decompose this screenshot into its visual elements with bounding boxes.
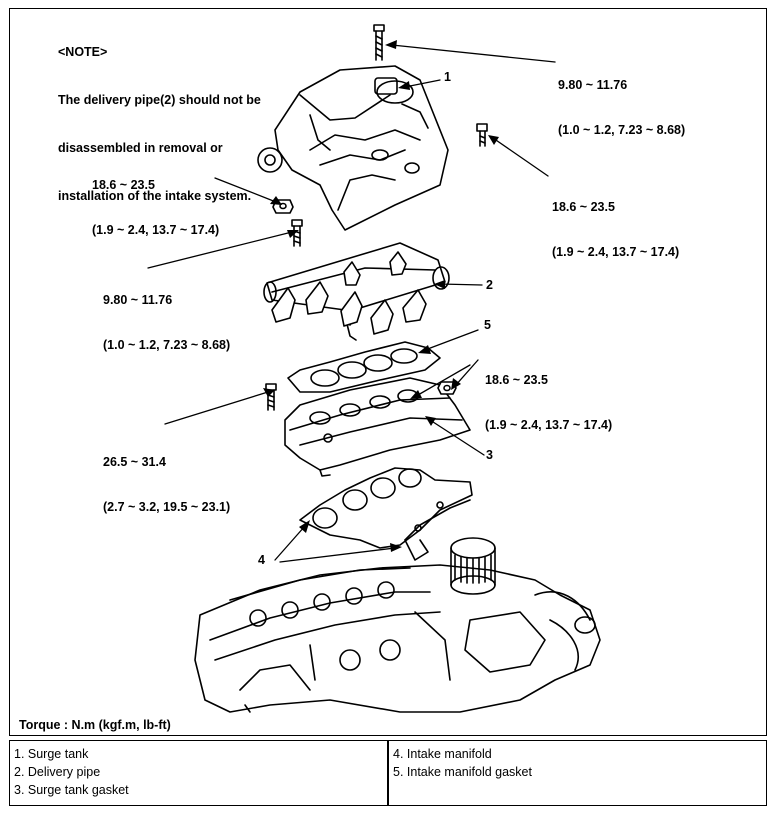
torque-label-top-bolt: 9.80 ~ 11.76 (1.0 ~ 1.2, 7.23 ~ 8.68) — [558, 48, 685, 153]
note-block: <NOTE> The delivery pipe(2) should not b… — [58, 12, 261, 220]
legend-item: 5. Intake manifold gasket — [393, 765, 532, 779]
torque-conversion: (2.7 ~ 3.2, 19.5 ~ 23.1) — [103, 500, 231, 514]
note-line-2: disassembled in removal or — [58, 141, 223, 155]
legend-item: 1. Surge tank — [14, 747, 89, 761]
top-bolt — [373, 24, 385, 61]
torque-value: 18.6 ~ 23.5 — [552, 200, 615, 214]
delivery-pipe-bolt — [291, 219, 303, 247]
legend-column-left: 1. Surge tank 2. Delivery pipe 3. Surge … — [10, 741, 389, 805]
callout-1: 1 — [444, 70, 451, 84]
legend-item: 2. Delivery pipe — [14, 765, 101, 779]
callout-2: 2 — [486, 278, 493, 292]
torque-label-upper-left-nut: 18.6 ~ 23.5 (1.9 ~ 2.4, 13.7 ~ 17.4) — [92, 148, 219, 253]
torque-label-upper-right-bolt: 18.6 ~ 23.5 (1.9 ~ 2.4, 13.7 ~ 17.4) — [552, 170, 679, 275]
note-line-3: installation of the intake system. — [58, 189, 252, 203]
diagram-frame — [9, 8, 767, 736]
legend-column-right: 4. Intake manifold 5. Intake manifold ga… — [389, 741, 766, 805]
torque-value: 18.6 ~ 23.5 — [92, 178, 155, 192]
legend-item: 3. Surge tank gasket — [14, 783, 129, 797]
torque-conversion: (1.9 ~ 2.4, 13.7 ~ 17.4) — [485, 418, 613, 432]
exploded-view-diagram — [147, 24, 601, 713]
torque-conversion: (1.0 ~ 1.2, 7.23 ~ 8.68) — [103, 338, 231, 352]
torque-unit-label: Torque : N.m (kgf.m, lb-ft) — [19, 718, 171, 732]
torque-conversion: (1.9 ~ 2.4, 13.7 ~ 17.4) — [92, 223, 220, 237]
note-line-1: The delivery pipe(2) should not be — [58, 93, 261, 107]
surge-tank-part — [257, 65, 449, 231]
surge-tank-left-bolt — [265, 383, 277, 411]
callout-3: 3 — [486, 448, 493, 462]
torque-value: 18.6 ~ 23.5 — [485, 373, 548, 387]
injectors — [271, 251, 427, 335]
delivery-pipe-part — [263, 242, 450, 341]
callout-4: 4 — [258, 553, 265, 567]
surge-tank-gasket-part — [284, 377, 471, 477]
callout-5: 5 — [484, 318, 491, 332]
torque-label-surge-tank-left-bolt: 26.5 ~ 31.4 (2.7 ~ 3.2, 19.5 ~ 23.1) — [103, 425, 230, 530]
intake-manifold-gasket-part — [287, 341, 441, 393]
upper-right-bolt — [476, 123, 488, 147]
legend-item: 4. Intake manifold — [393, 747, 492, 761]
arrowheads — [263, 40, 499, 552]
torque-value: 9.80 ~ 11.76 — [103, 293, 173, 307]
torque-conversion: (1.9 ~ 2.4, 13.7 ~ 17.4) — [552, 245, 680, 259]
torque-label-delivery-pipe-bolt: 9.80 ~ 11.76 (1.0 ~ 1.2, 7.23 ~ 8.68) — [103, 263, 230, 368]
torque-label-surge-tank-right-nut: 18.6 ~ 23.5 (1.9 ~ 2.4, 13.7 ~ 17.4) — [485, 343, 612, 448]
leader-lines — [147, 44, 556, 563]
torque-conversion: (1.0 ~ 1.2, 7.23 ~ 8.68) — [558, 123, 686, 137]
engine-block — [194, 537, 601, 713]
intake-manifold-part — [299, 467, 473, 561]
parts-legend-table: 1. Surge tank 2. Delivery pipe 3. Surge … — [9, 740, 767, 806]
torque-value: 26.5 ~ 31.4 — [103, 455, 166, 469]
note-title: <NOTE> — [58, 45, 108, 59]
torque-value: 9.80 ~ 11.76 — [558, 78, 628, 92]
